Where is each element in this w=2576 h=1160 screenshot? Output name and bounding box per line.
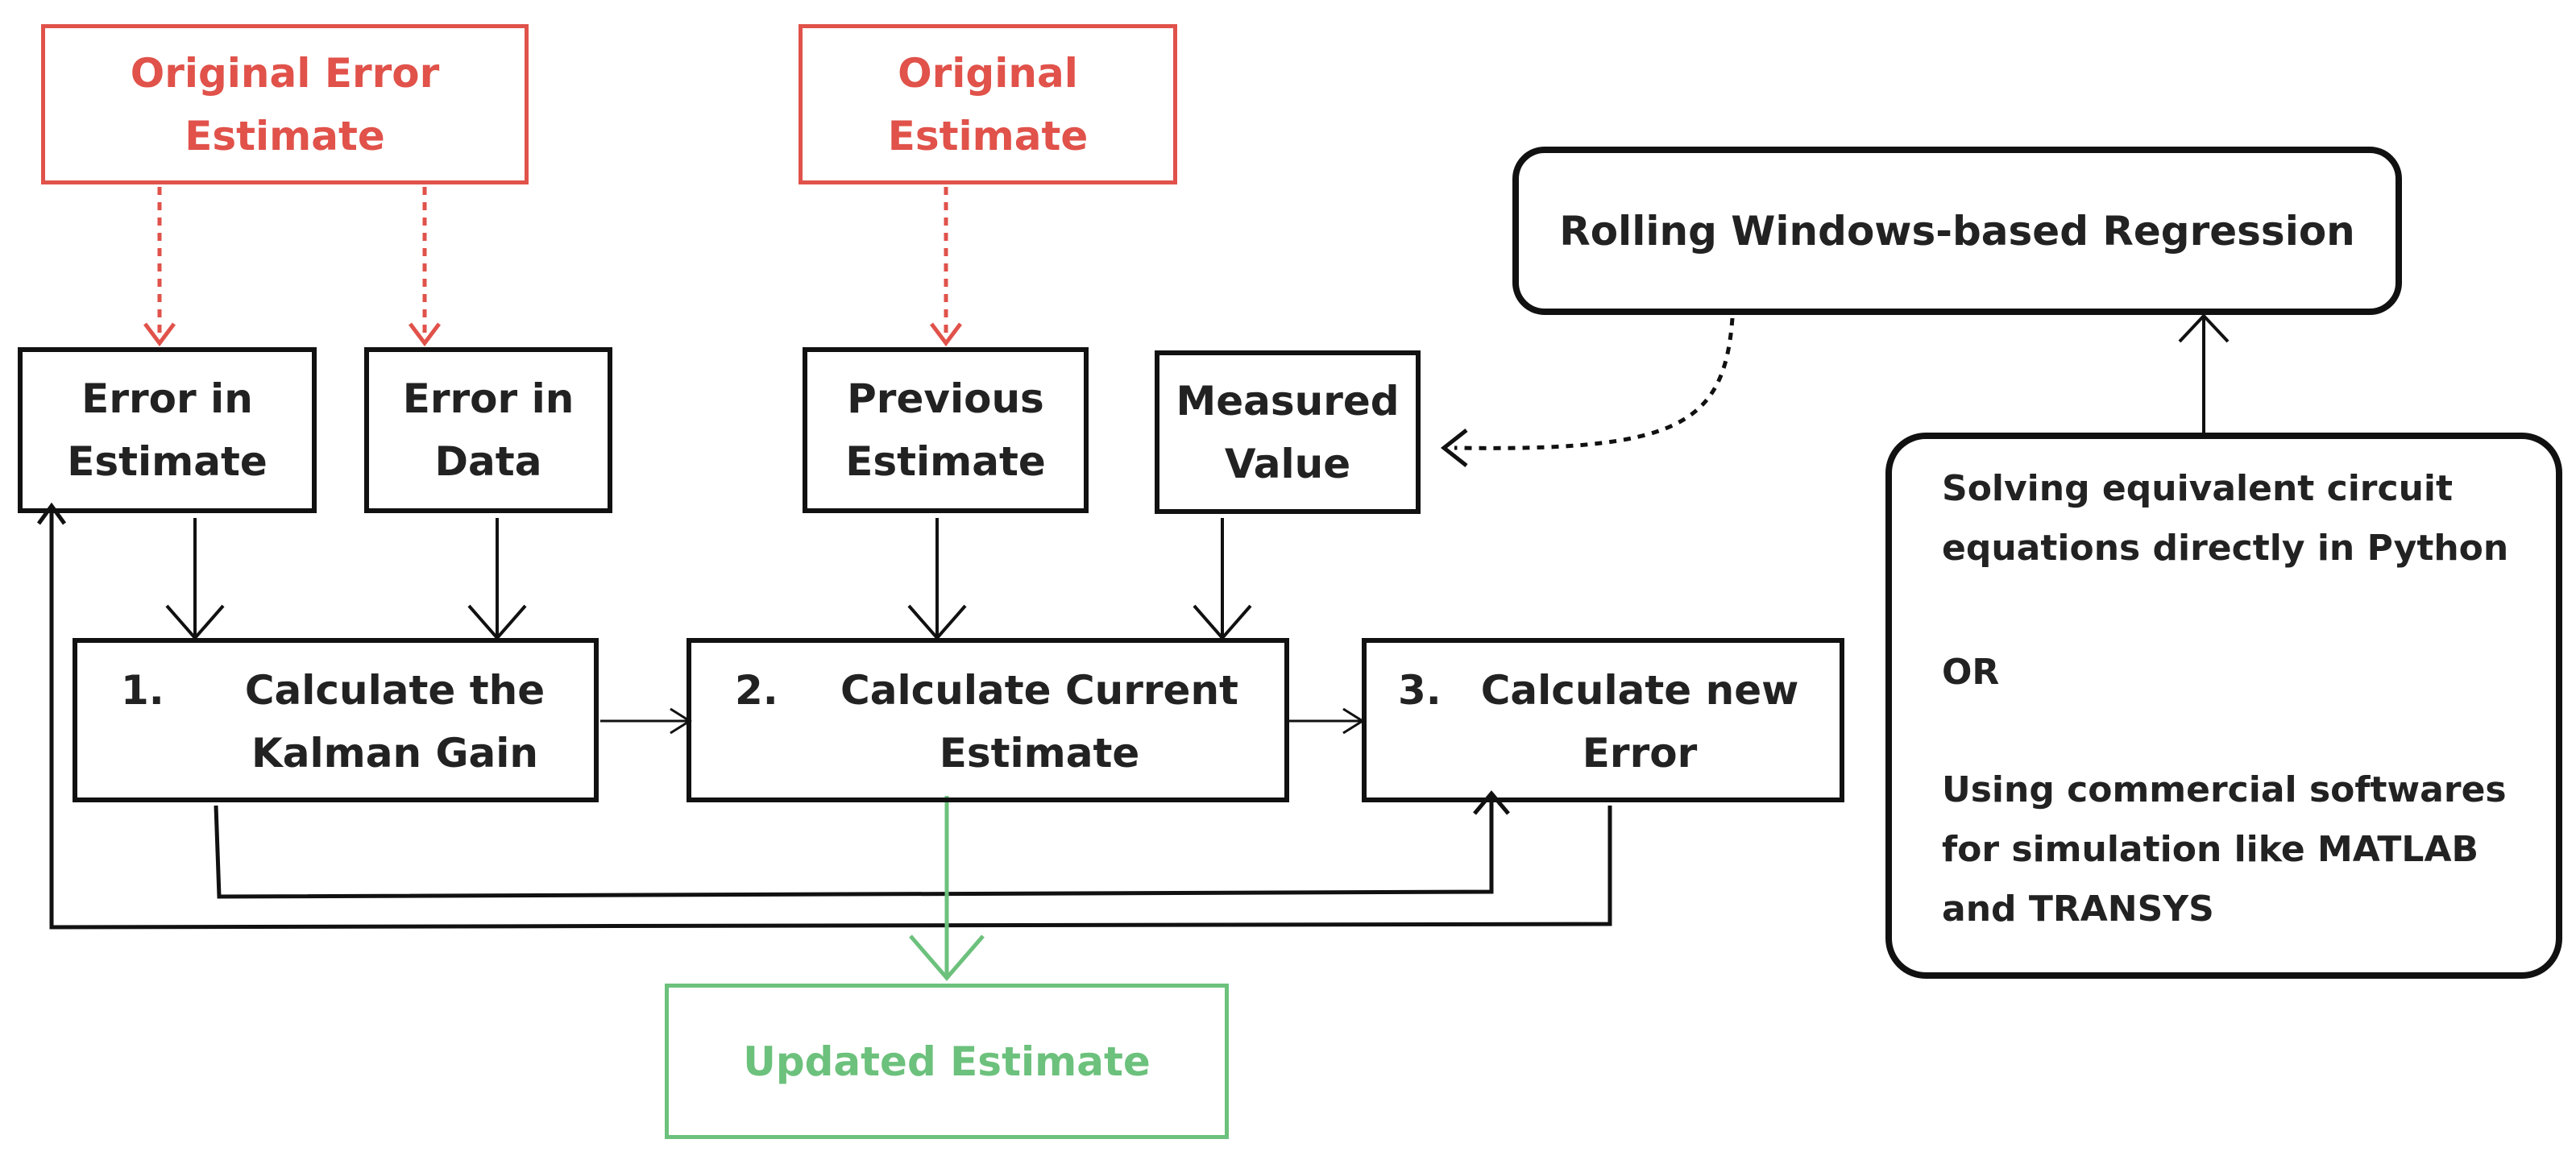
error-in-data-box: Error in Data	[364, 347, 612, 513]
original-estimate-label: Original Estimate	[887, 49, 1089, 160]
side-line-2: equations directly in Python	[1942, 528, 2509, 569]
previous-estimate-box: Previous Estimate	[803, 347, 1089, 513]
step-3-number: 3.	[1398, 667, 1441, 714]
regression-box: Rolling Windows-based Regression	[1512, 147, 2402, 315]
original-error-estimate-box: Original Error Estimate	[41, 24, 529, 184]
error-in-estimate-label: Error in Estimate	[67, 375, 268, 485]
side-line-4: Using commercial softwares	[1942, 769, 2507, 810]
red-dotted-arrows	[143, 187, 962, 347]
regression-dotted-curve	[1440, 317, 1735, 467]
green-arrow	[909, 796, 985, 981]
error-in-data-label: Error in Data	[402, 375, 575, 485]
input-to-step-arrows	[165, 518, 1252, 641]
step-1-box	[73, 638, 599, 802]
side-line-6: and TRANSYS	[1942, 889, 2214, 930]
regression-label: Rolling Windows-based Regression	[1559, 207, 2355, 255]
step-1-number: 1.	[121, 667, 164, 714]
step-3-box	[1362, 638, 1844, 802]
side-line-1: Solving equivalent circuit	[1942, 468, 2454, 509]
modeling-options-box	[1885, 433, 2562, 979]
step-1-label: Calculate the Kalman Gain	[244, 667, 545, 777]
step-2-label: Calculate Current Estimate	[840, 667, 1238, 777]
side-line-5: for simulation like MATLAB	[1942, 829, 2479, 870]
original-estimate-box: Original Estimate	[799, 24, 1177, 184]
updated-estimate-label: Updated Estimate	[743, 1038, 1151, 1085]
side-line-or: OR	[1942, 652, 2000, 693]
measured-value-box: Measured Value	[1155, 350, 1421, 514]
step-2-number: 2.	[735, 667, 778, 714]
error-in-estimate-box: Error in Estimate	[18, 347, 317, 513]
step-3-label: Calculate new Error	[1480, 667, 1799, 777]
feedback-lines	[36, 502, 1612, 930]
previous-estimate-label: Previous Estimate	[845, 375, 1046, 485]
step-2-box	[687, 638, 1289, 802]
updated-estimate-box: Updated Estimate	[665, 984, 1229, 1139]
original-error-estimate-label: Original Error Estimate	[130, 49, 440, 160]
side-to-regression-arrow	[2178, 313, 2230, 435]
measured-value-label: Measured Value	[1176, 377, 1400, 487]
